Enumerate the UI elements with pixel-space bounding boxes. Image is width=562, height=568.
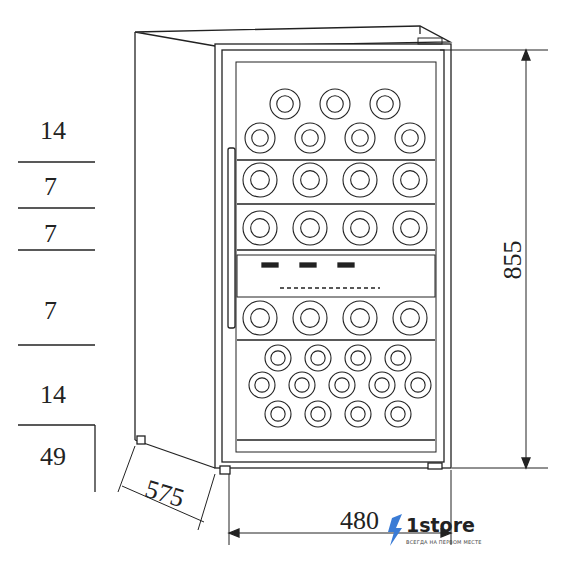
dimension-label: 14 bbox=[40, 118, 66, 144]
dimension-label: 855 bbox=[499, 241, 525, 280]
dimension-label: 7 bbox=[44, 298, 57, 324]
brand-logo: 1store bbox=[406, 516, 475, 535]
dimension-label: 7 bbox=[44, 221, 57, 247]
brand-tagline: ВСЕГДА НА ПЕРВОМ МЕСТЕ bbox=[406, 540, 482, 545]
dimension-label: 575 bbox=[142, 476, 187, 512]
dimension-label: 14 bbox=[40, 382, 66, 408]
dimension-label: 49 bbox=[40, 444, 66, 470]
dimension-label: 480 bbox=[340, 508, 379, 534]
dimension-label: 7 bbox=[44, 174, 57, 200]
